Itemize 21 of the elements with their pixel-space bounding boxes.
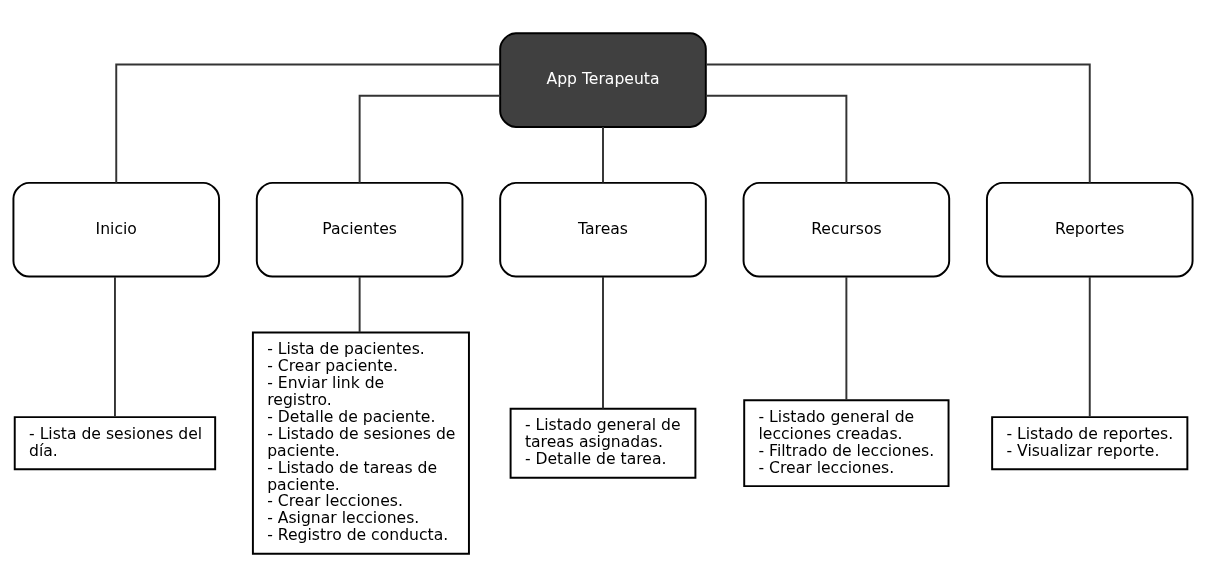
- node-box: - Listado de reportes. - Visualizar reporte.: [991, 416, 1189, 471]
- node-box: App Terapeuta: [499, 32, 707, 128]
- node-box: Pacientes: [255, 181, 464, 278]
- connector: [115, 63, 501, 184]
- node-box: Tareas: [499, 181, 707, 278]
- connector: [1088, 276, 1091, 418]
- node-box: - Lista de pacientes. - Crear paciente. - Enviar link de registro. - Detalle de paciente. - Listado de sesiones de paciente. - Listado de tareas de paciente. - Crear lecciones. - Asignar lecciones. - Registro de conducta.: [251, 331, 470, 555]
- connector: [358, 94, 502, 184]
- connector: [113, 276, 116, 418]
- connector: [602, 276, 604, 410]
- node-box: - Lista de sesiones del día.: [13, 416, 217, 471]
- connector: [705, 63, 1091, 184]
- connector: [845, 276, 848, 401]
- node-box: - Listado general de tareas asignadas. - Detalle de tarea.: [509, 407, 697, 479]
- node-box: Inicio: [12, 181, 221, 278]
- node-box: Reportes: [985, 181, 1194, 278]
- connector: [358, 276, 361, 334]
- node-box: Recursos: [742, 181, 951, 278]
- connector: [704, 94, 848, 184]
- node-box: - Listado general de lecciones creadas. - Filtrado de lecciones. - Crear lecciones.: [743, 399, 950, 488]
- connector: [602, 126, 604, 184]
